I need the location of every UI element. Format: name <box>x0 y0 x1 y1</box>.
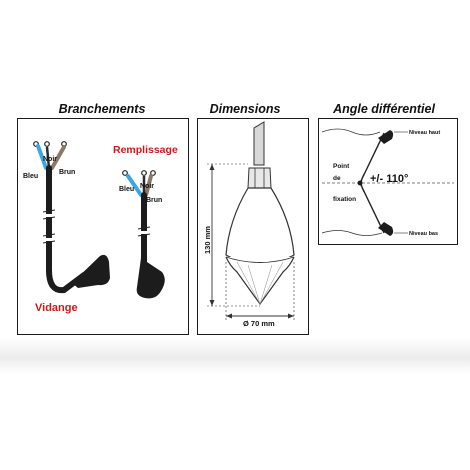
vidange-label: Vidange <box>35 302 78 314</box>
upper-float <box>378 130 394 144</box>
left-float-body <box>72 254 110 288</box>
dimensions-title: Dimensions <box>209 102 281 116</box>
right-noir-label: Noir <box>140 183 154 190</box>
de-label: de <box>333 175 341 182</box>
floor-reflection <box>0 338 470 374</box>
angle-title: Angle différentiel <box>333 102 435 116</box>
remplissage-label: Remplissage <box>113 144 178 156</box>
niveau-haut-label: Niveau haut <box>409 130 440 136</box>
left-brun-label: Brun <box>59 169 75 176</box>
fixation-label: fixation <box>333 196 356 203</box>
branchements-title: Branchements <box>58 102 146 116</box>
lower-float <box>378 222 394 236</box>
left-bleu-label: Bleu <box>23 173 38 180</box>
left-noir-label: Noir <box>43 156 57 163</box>
right-float-body <box>136 258 165 299</box>
cable-stub <box>253 121 265 166</box>
point-label: Point <box>333 163 350 170</box>
right-bleu-label: Bleu <box>119 186 134 193</box>
right-brun-label: Brun <box>146 197 162 204</box>
right-wiring <box>122 170 165 299</box>
diameter-label: Ø 70 mm <box>243 319 275 328</box>
left-wiring <box>33 141 110 294</box>
top-cable <box>321 128 381 136</box>
bottom-cable <box>321 230 383 236</box>
niveau-bas-label: Niveau bas <box>409 231 438 237</box>
branchements-panel <box>17 118 189 335</box>
angle-value: +/- 110° <box>370 173 408 185</box>
fixation-point <box>357 180 363 186</box>
height-label: 130 mm <box>203 226 212 254</box>
